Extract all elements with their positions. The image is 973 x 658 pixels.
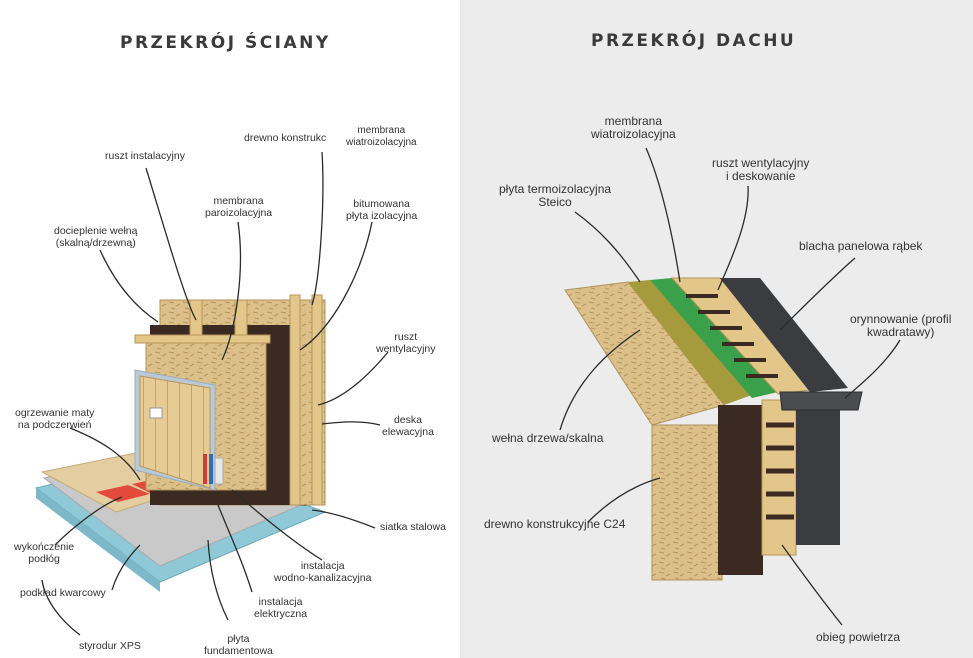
wood-stud xyxy=(289,294,301,506)
label-membrana-paroizolacyjna: membrana paroizolacyjna xyxy=(205,195,273,219)
label-roof-drewno-c24: drewno konstrukcyjne C24 xyxy=(484,517,626,531)
label-bitumowana-plyta: bitumowana płyta izolacyjna xyxy=(346,198,418,222)
roof-illustration xyxy=(564,277,863,581)
label-roof-membrana: membrana wiatroizolacyjna xyxy=(591,114,676,141)
label-ogrzewanie-maty: ogrzewanie maty na podczerwień xyxy=(15,407,95,431)
label-wykonczenie-podlog: wykończenie podłóg xyxy=(14,541,75,565)
electric-socket xyxy=(149,407,163,419)
roof-green-membrane xyxy=(650,278,778,398)
label-roof-welna: wełna drzewa/skalna xyxy=(492,431,604,445)
styrodur-front xyxy=(36,488,160,592)
water-pipe xyxy=(209,454,213,484)
label-styrodur-xps: styrodur XPS xyxy=(79,640,141,652)
label-ruszt-instalacyjny: ruszt instalacyjny xyxy=(105,150,185,162)
top-plate xyxy=(134,334,271,344)
water-pipe xyxy=(203,454,207,484)
label-deska-elewacyjna: deska elewacyjna xyxy=(382,414,434,438)
label-roof-orynnowanie: orynnowanie (profil kwadratawy) xyxy=(850,312,952,339)
leader-lines xyxy=(41,147,901,636)
drain-pipe xyxy=(214,457,224,485)
wood-stud xyxy=(311,294,323,506)
label-ruszt-wentylacyjny: ruszt wentylacyjny xyxy=(376,331,436,355)
label-roof-obieg-powietrza: obieg powietrza xyxy=(816,630,901,644)
label-instalacja-wodno-kanalizacyjna: instalacja wodno-kanalizacyjna xyxy=(274,560,372,584)
label-roof-blacha: blacha panelowa rąbek xyxy=(799,239,923,253)
label-roof-ruszt-wentylacyjny: ruszt wentylacyjny i deskowanie xyxy=(712,156,810,183)
label-drewno-konstrukcyjne: drewno konstrukc xyxy=(244,132,327,144)
wall-illustration xyxy=(34,294,327,592)
label-docieplenie: docieplenie wełną (skalną/drzewną) xyxy=(54,225,138,249)
label-siatka-stalowa: siatka stalowa xyxy=(380,521,446,533)
roof-metal-sheet xyxy=(720,278,848,392)
heating-mat xyxy=(96,485,150,502)
label-plyta-fundamentowa: płyta fundamentowa xyxy=(204,633,273,657)
wall-section-title: PRZEKRÓJ ŚCIANY xyxy=(120,33,331,53)
label-membrana-wiatroizolacyjna: membrana wiatroizolacyjna xyxy=(346,125,417,148)
label-podklad-kwarcowy: podkład kwarcowy xyxy=(20,587,106,599)
roof-wall-osb xyxy=(651,424,723,581)
roof-wall-dark xyxy=(718,405,763,575)
label-roof-plyta-termoizolacyjna: płyta termoizolacyjna Steico xyxy=(499,182,612,209)
roof-section-title: PRZEKRÓJ DACHU xyxy=(591,31,797,51)
roof-thermal-board xyxy=(628,280,752,405)
roof-wall-metal xyxy=(796,405,840,545)
label-instalacja-elektryczna: instalacja elektryczna xyxy=(254,596,308,620)
gutter xyxy=(779,391,863,411)
interior-planks xyxy=(139,375,211,489)
